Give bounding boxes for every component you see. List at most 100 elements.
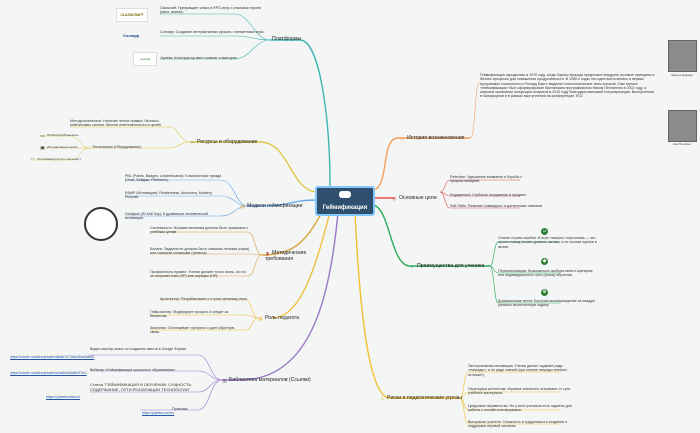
- risk-teacher-burnout: Выгорание учителя: Сложность и трудоемко…: [468, 420, 567, 429]
- library-webinar: Вебинар «Геймификация школьного образова…: [90, 368, 176, 372]
- role-architect: Архитектор: Разрабатывает и строит механ…: [160, 297, 248, 301]
- coreapp-logo: Coreapp: [123, 33, 140, 38]
- advantage-dopamine: Дофаминовая петля: Быстрая вознаграждени…: [498, 299, 596, 308]
- photo-pelling-caption: Ник Пеллинг: [673, 142, 691, 146]
- risk-external-motivation: Экстернальная мотивация: Ученик делает з…: [468, 364, 568, 377]
- link-lib-3: [90, 379, 223, 393]
- link-model-2: [125, 195, 249, 207]
- branch-history[interactable]: ◷История возникновения: [400, 135, 465, 141]
- risk-digital-inequality: Цифровое неравенство: Не у всех учеников…: [468, 404, 572, 413]
- branch-models[interactable]: ▤Модели геймификации: [240, 203, 303, 209]
- link-advantages: [371, 204, 490, 267]
- link-risk-3: [459, 397, 560, 411]
- joyteka-logo: Joyteka: [133, 52, 157, 66]
- platform-joyteka: Joyteka: Конструктор квест-комнат и викт…: [160, 56, 238, 60]
- method-balance: Баланс: Задания не должны быть слишком л…: [150, 247, 250, 256]
- platform-coreapp: Coreapp: Создание интерактивных уроков с…: [160, 30, 265, 34]
- wifi-icon: ◠: [30, 157, 35, 162]
- bookmark-icon: ▮: [266, 251, 269, 256]
- clock-icon: ◷: [400, 136, 405, 141]
- link-resources-tech: [90, 141, 191, 149]
- game-icon: ◆: [541, 258, 548, 265]
- link-meth-1: [150, 231, 263, 256]
- link-methodical: [261, 211, 323, 256]
- goal-retention: Retention: Удержание внимания и борьба с…: [450, 175, 522, 184]
- whiteboard-icon: ▣: [40, 145, 45, 150]
- link-teacher-1: [160, 299, 259, 319]
- link-platform-2: [160, 35, 271, 41]
- history-text: Геймификация зародилась в 1970 году, ког…: [480, 73, 655, 99]
- link-tech-1: [40, 135, 91, 149]
- library-webinar-link[interactable]: https://rutube.ru/video/private/cd1a6e9d…: [10, 371, 87, 375]
- link-model-3: [125, 205, 249, 217]
- link-adv-3: [489, 265, 560, 304]
- link-teacher-3: [150, 317, 259, 331]
- library-article: Статья "ГЕЙМИФИКАЦИЯ В ОБУЧЕНИИ: СУЩНОСТ…: [90, 382, 193, 392]
- branch-methodical[interactable]: ▮Методические требования: [265, 250, 307, 262]
- target-icon: ◎: [392, 196, 397, 201]
- link-meth-2: [150, 253, 263, 256]
- link-risks: [354, 211, 460, 399]
- link-platform-3: [160, 39, 271, 60]
- model-pbl: PBL (Points, Badges, Leaderboards): Клас…: [125, 174, 222, 183]
- branch-library[interactable]: ▥Библиотека материалов (Ссылки): [222, 377, 311, 383]
- link-teacher: [271, 211, 331, 319]
- library-practice-link[interactable]: https://joyteka.com/ru: [142, 411, 175, 415]
- link-models: [248, 199, 319, 207]
- link-adv-1: [489, 241, 560, 267]
- rocket-icon: ➶: [410, 264, 415, 269]
- link-teacher-2: [150, 314, 259, 319]
- resources-technical: Техническое (Оборудование): [92, 145, 141, 149]
- method-system: Системность: Игровая механика должна быт…: [150, 226, 248, 235]
- book-icon: ▥: [222, 378, 227, 383]
- photo-kunradt-caption: Чарльз Кунрадт: [670, 73, 694, 77]
- link-lib-1: [90, 354, 223, 381]
- photo-pelling: [668, 110, 697, 142]
- branch-platforms[interactable]: Платформы: [272, 36, 302, 42]
- branch-resources[interactable]: ✂Ресурсы и оборудование: [190, 139, 258, 145]
- link-model-1: [125, 179, 249, 207]
- library-video: Видео мастер-класс по созданию квеста в …: [90, 347, 187, 351]
- branch-goals[interactable]: ◎Основные цели: [392, 195, 437, 201]
- octalysis-diagram-icon: [84, 207, 118, 241]
- link-platforms: [270, 39, 331, 187]
- branch-advantages[interactable]: ➶Преимущества для ученика: [410, 263, 485, 269]
- link-risk-2: [459, 391, 560, 399]
- link-adv-2: [489, 265, 560, 274]
- link-resources: [190, 141, 319, 193]
- link-goal-3: [439, 191, 520, 209]
- warning-icon: ⚠: [380, 396, 385, 401]
- tech-item-internet: ◠Устойчивый доступ к интернету: [30, 157, 81, 162]
- library-article-link[interactable]: https://cyberleninka.ru/: [46, 395, 81, 399]
- photo-kunradt: [668, 40, 697, 72]
- teacher-icon: ▦: [258, 316, 263, 321]
- tools-icon: ✂: [190, 140, 195, 145]
- link-library: [222, 211, 339, 381]
- library-video-link[interactable]: https://rutube.ru/video/private/d8a3b7e7…: [10, 355, 95, 359]
- branch-risks[interactable]: ⚠Риски и педагогические угрозы: [380, 395, 462, 401]
- tech-item-board: ▣Интерактивные доски: [40, 145, 78, 150]
- face-icon: ☺: [541, 228, 548, 235]
- tech-item-pc: ▭ПК/Ноутбук/Планшеты: [40, 133, 79, 138]
- central-node-title: Геймификация: [322, 205, 368, 211]
- laptop-icon: ▭: [40, 133, 45, 138]
- link-platform-1: [160, 13, 271, 41]
- link-meth-3: [150, 254, 263, 277]
- link-lib-4: [140, 379, 223, 411]
- link-tech-3: [30, 147, 91, 161]
- link-resources-method: [70, 126, 191, 143]
- link-goal-2: [439, 191, 520, 197]
- library-practice: Практика: [172, 407, 188, 411]
- branch-teacher-role[interactable]: ▦Роль педагога: [258, 315, 299, 321]
- link-risk-4: [459, 397, 560, 425]
- central-node[interactable]: Геймификация: [315, 186, 375, 216]
- model-octalysis: Octalysis (Ю-Кай Чоу): 8 драйверов челов…: [125, 212, 208, 221]
- model-ramp: RAMP (Мотивация): Relatedness, Autonomy,…: [125, 191, 213, 200]
- role-analyst: Аналитик: Отслеживает прогресс и дает об…: [150, 326, 235, 335]
- link-goal-1: [439, 179, 520, 193]
- platform-classcraft: Classcraft: Превращает класс в RPG-игру …: [160, 6, 261, 15]
- advantage-no-fear: Снятие страха ошибки: В игре «смерть» пе…: [498, 236, 597, 249]
- classcraft-logo: CLASSCRAFT: [116, 8, 148, 22]
